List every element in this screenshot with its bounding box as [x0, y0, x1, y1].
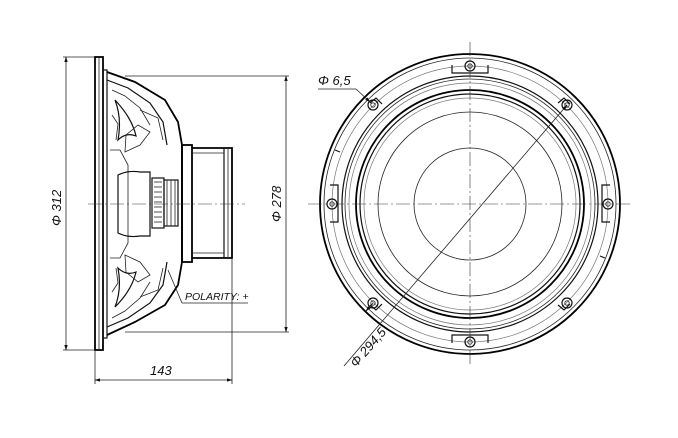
mounting-hole-bottom-right — [561, 297, 573, 309]
terminal-block — [151, 177, 165, 229]
mounting-hole-top-left — [367, 99, 379, 111]
dim-depth: 143 — [94, 363, 233, 382]
dim-mount-hole: Φ 6,5 — [318, 73, 371, 103]
front-view — [308, 42, 632, 366]
mounting-hole-bottom-left — [367, 297, 379, 309]
polarity-callout: POLARITY: + — [167, 269, 249, 304]
dim-bolt-circle-label: Φ 294,5 — [347, 324, 390, 370]
dim-frame-diameter: Φ 312 — [49, 56, 68, 351]
dim-mount-hole-label: Φ 6,5 — [318, 73, 351, 88]
dim-frame-diameter-label: Φ 312 — [49, 189, 64, 226]
dim-magnet-diameter-label: Φ 278 — [269, 185, 284, 222]
magnet-assembly — [181, 144, 193, 263]
side-view — [63, 56, 289, 384]
polarity-label: POLARITY: + — [185, 291, 249, 303]
dim-magnet-diameter: Φ 278 — [269, 75, 288, 333]
dim-depth-label: 143 — [150, 363, 172, 378]
